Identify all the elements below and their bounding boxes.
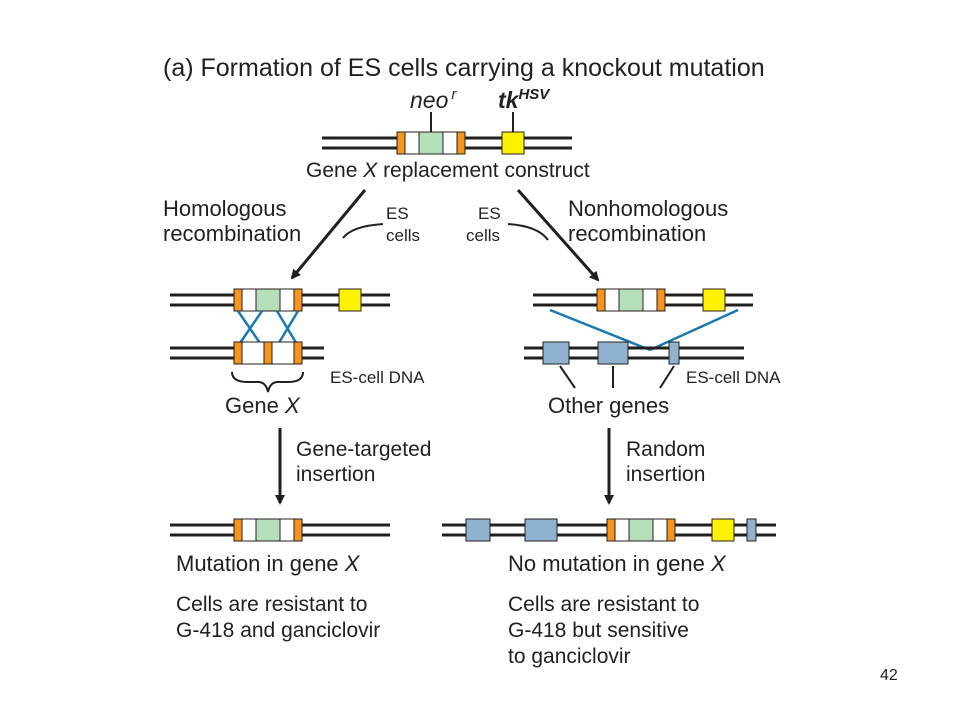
construct-caption: Gene X replacement construct <box>306 159 590 182</box>
page-number: 42 <box>880 667 898 684</box>
right-result-label: No mutation in gene X <box>508 551 727 576</box>
other-genes-pointers <box>559 365 675 389</box>
left-es-label-line2: cells <box>386 226 420 245</box>
left-construct-strand <box>170 288 390 312</box>
nonhomologous-label-line1: Nonhomologous <box>568 196 728 221</box>
left-es-cell-dna <box>170 341 324 365</box>
gene-targeted-label-line1: Gene-targeted <box>296 438 431 461</box>
neo-gene-box <box>418 131 444 155</box>
gene-x-brace <box>231 371 304 393</box>
nonhomologous-label-line2: recombination <box>568 221 706 246</box>
right-es-cell-dna <box>524 341 744 365</box>
right-note-line3: to ganciclovir <box>508 645 631 668</box>
right-es-label-line1: ES <box>478 204 501 223</box>
random-label-line1: Random <box>626 438 705 461</box>
right-es-pointer <box>507 223 549 241</box>
tk-gene-box <box>501 131 525 155</box>
homologous-label-line1: Homologous <box>163 196 287 221</box>
left-es-dna-label: ES-cell DNA <box>330 368 425 387</box>
random-label-line2: insertion <box>626 463 705 486</box>
right-note-line2: G-418 but sensitive <box>508 619 689 642</box>
right-es-dna-label: ES-cell DNA <box>686 368 781 387</box>
nonhomologous-insertion-lines <box>549 308 739 352</box>
gene-segment <box>442 131 458 155</box>
nonhomologous-arrow <box>516 189 600 282</box>
tk-label: tkHSV <box>498 86 551 113</box>
homology-marker <box>396 131 406 155</box>
left-note-line1: Cells are resistant to <box>176 593 367 616</box>
crossover-lines <box>236 310 300 347</box>
homology-marker <box>456 131 466 155</box>
left-result-strand <box>170 518 390 542</box>
other-genes-label: Other genes <box>548 393 669 418</box>
homologous-arrow <box>290 189 367 280</box>
right-construct-strand <box>533 288 753 312</box>
left-result-label: Mutation in gene X <box>176 551 361 576</box>
gene-x-label: Gene X <box>225 393 301 418</box>
left-note-line2: G-418 and ganciclovir <box>176 619 380 642</box>
right-note-line1: Cells are resistant to <box>508 593 699 616</box>
gene-targeted-label-line2: insertion <box>296 463 375 486</box>
gene-segment <box>404 131 420 155</box>
figure-title: (a) Formation of ES cells carrying a kno… <box>163 54 765 82</box>
right-result-strand <box>442 518 776 542</box>
homologous-label-line2: recombination <box>163 221 301 246</box>
left-es-pointer <box>342 223 384 239</box>
left-es-label-line1: ES <box>386 204 409 223</box>
right-es-label-line2: cells <box>466 226 500 245</box>
